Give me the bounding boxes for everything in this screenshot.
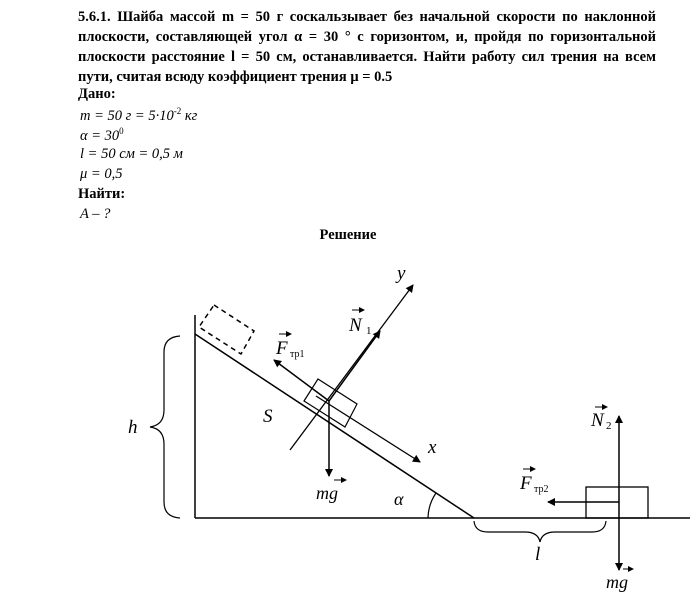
label-ftr2: F — [519, 473, 532, 494]
label-l: l — [535, 544, 540, 565]
given-mass-value: m = 50 г = 5·10 — [80, 107, 174, 124]
label-h: h — [128, 417, 138, 438]
given-angle: α = 300 — [80, 126, 124, 145]
n1-vector — [328, 330, 381, 402]
find-value: A – ? — [80, 206, 111, 222]
label-ftr1-sub: тр1 — [290, 349, 305, 360]
label-alpha: α — [394, 489, 404, 509]
given-mu: μ = 0,5 — [80, 166, 123, 182]
problem-statement: 5.6.1. Шайба массой m = 50 г соскальзыва… — [78, 9, 656, 85]
puck-on-incline — [303, 378, 358, 428]
alpha-arc — [427, 492, 437, 519]
label-n1-sub: 1 — [366, 325, 372, 337]
given-mass-unit: кг — [181, 107, 198, 124]
given-angle-value: α = 30 — [80, 127, 120, 144]
l-brace — [473, 520, 607, 543]
puck-initial-dashed — [197, 303, 255, 356]
incline-slope — [194, 333, 475, 519]
label-s: S — [263, 406, 273, 427]
label-mg1: mg — [316, 483, 338, 503]
given-angle-exponent: 0 — [119, 126, 124, 136]
h-brace — [149, 335, 181, 519]
find-label: Найти: — [78, 186, 126, 202]
given-label: Дано: — [78, 86, 116, 102]
label-mg2: mg — [606, 572, 628, 592]
x-axis-arrow — [315, 395, 421, 463]
y-axis-arrow — [289, 284, 414, 451]
label-n1: N — [348, 315, 363, 336]
given-length: l = 50 см = 0,5 м — [80, 146, 183, 162]
given-mass: m = 50 г = 5·10-2 кг — [80, 106, 197, 125]
solution-heading: Решение — [319, 227, 377, 243]
label-x: x — [427, 437, 437, 458]
label-ftr2-sub: тр2 — [534, 484, 549, 495]
label-y: y — [395, 263, 406, 284]
given-mass-exponent: -2 — [173, 106, 182, 116]
label-n2-sub: 2 — [606, 420, 612, 432]
label-ftr1: F — [275, 338, 288, 359]
label-n2: N — [590, 410, 605, 431]
ftr1-vector — [273, 359, 330, 402]
